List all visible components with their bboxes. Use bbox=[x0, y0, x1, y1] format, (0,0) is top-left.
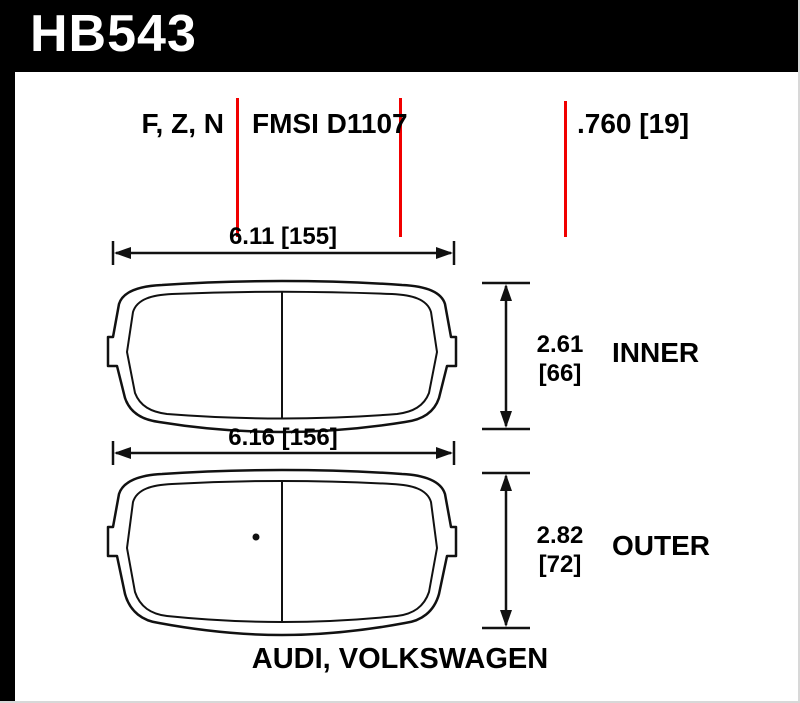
inner-pad-drawing bbox=[106, 279, 458, 434]
inner-pad-outline bbox=[106, 279, 458, 434]
outer-pad-width-dimension: 6.16 [156] bbox=[228, 424, 338, 451]
outer-pad-height-mm: [72] bbox=[538, 551, 582, 578]
outer-pad-label: OUTER bbox=[612, 530, 710, 561]
inner-pad-width-dimension: 6.11 [155] bbox=[228, 223, 338, 250]
pad-thickness: .760 [19] bbox=[577, 108, 690, 139]
inner-width-dimension-arrow bbox=[111, 241, 456, 265]
inner-pad-friction-outline bbox=[125, 290, 439, 420]
part-number: HB543 bbox=[30, 5, 197, 63]
inner-pad-label: INNER bbox=[612, 337, 700, 368]
outer-pad-sensor-hole bbox=[252, 533, 260, 541]
compound-codes: F, Z, N bbox=[141, 108, 224, 139]
inner-pad-height-mm: [66] bbox=[538, 360, 582, 387]
outer-pad-height-dimension: 2.82 [72] bbox=[524, 521, 596, 579]
vehicle-applications: AUDI, VOLKSWAGEN bbox=[251, 643, 549, 675]
fmsi-number: FMSI D1107 bbox=[252, 108, 408, 139]
inner-pad-height-inches: 2.61 bbox=[536, 331, 584, 358]
outer-pad-drawing bbox=[106, 468, 458, 637]
outer-pad-outline bbox=[106, 468, 458, 637]
outer-height-dimension-arrow bbox=[482, 471, 530, 630]
red-divider-line-3 bbox=[564, 101, 567, 237]
outer-width-dimension-arrow bbox=[111, 441, 456, 465]
red-divider-line-1 bbox=[236, 98, 239, 237]
red-divider-line-2 bbox=[399, 98, 402, 237]
inner-pad-height-dimension: 2.61 [66] bbox=[524, 330, 596, 388]
top-banner: HB543 bbox=[0, 0, 798, 72]
outer-pad-height-inches: 2.82 bbox=[536, 522, 584, 549]
left-black-bar bbox=[0, 0, 15, 701]
outer-pad-friction-outline bbox=[125, 480, 439, 623]
inner-height-dimension-arrow bbox=[482, 281, 530, 431]
